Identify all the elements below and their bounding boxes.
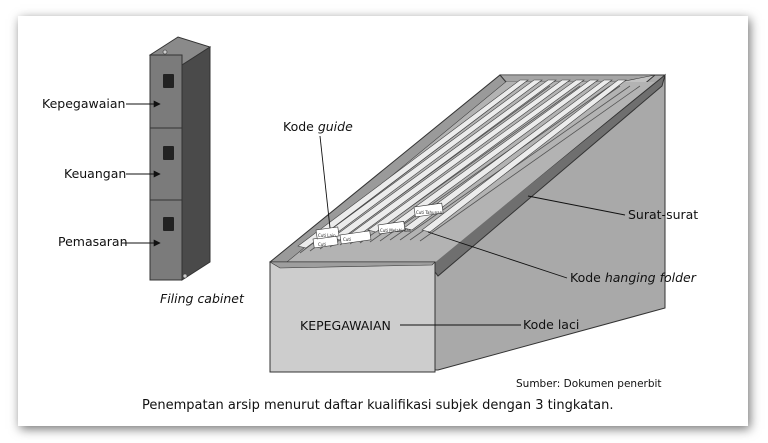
label-surat-surat: Surat-surat (628, 207, 698, 222)
label-kode-laci: Kode laci (523, 317, 579, 332)
cabinet-caption: Filing cabinet (160, 291, 245, 306)
tab-cuti-melahirkan: Cuti Melahirkan (380, 228, 412, 233)
label-kepegawaian: Kepegawaian (42, 96, 125, 111)
filing-cabinet (148, 36, 212, 281)
label-kode-guide: Kode guide (283, 119, 353, 134)
tab-cuti-lain: Cuti Lain (318, 233, 336, 238)
figure-caption: Penempatan arsip menurut daftar kualifik… (142, 398, 614, 413)
tab-cuti-1: Cuti (318, 242, 326, 247)
tab-cuti-2: Cuti (343, 237, 351, 242)
label-pemasaran: Pemasaran (58, 234, 128, 249)
drawer: Cuti Cuti Cuti Tahunan Cuti Melahirkan C… (268, 73, 666, 373)
drawer-front-label: KEPEGAWAIAN (300, 318, 391, 333)
label-keuangan: Keuangan (64, 166, 126, 181)
label-kode-hanging-folder: Kode hanging folder (570, 270, 697, 285)
source-note: Sumber: Dokumen penerbit (516, 378, 662, 390)
tab-cuti-tahunan: Cuti Tahunan (416, 210, 443, 215)
